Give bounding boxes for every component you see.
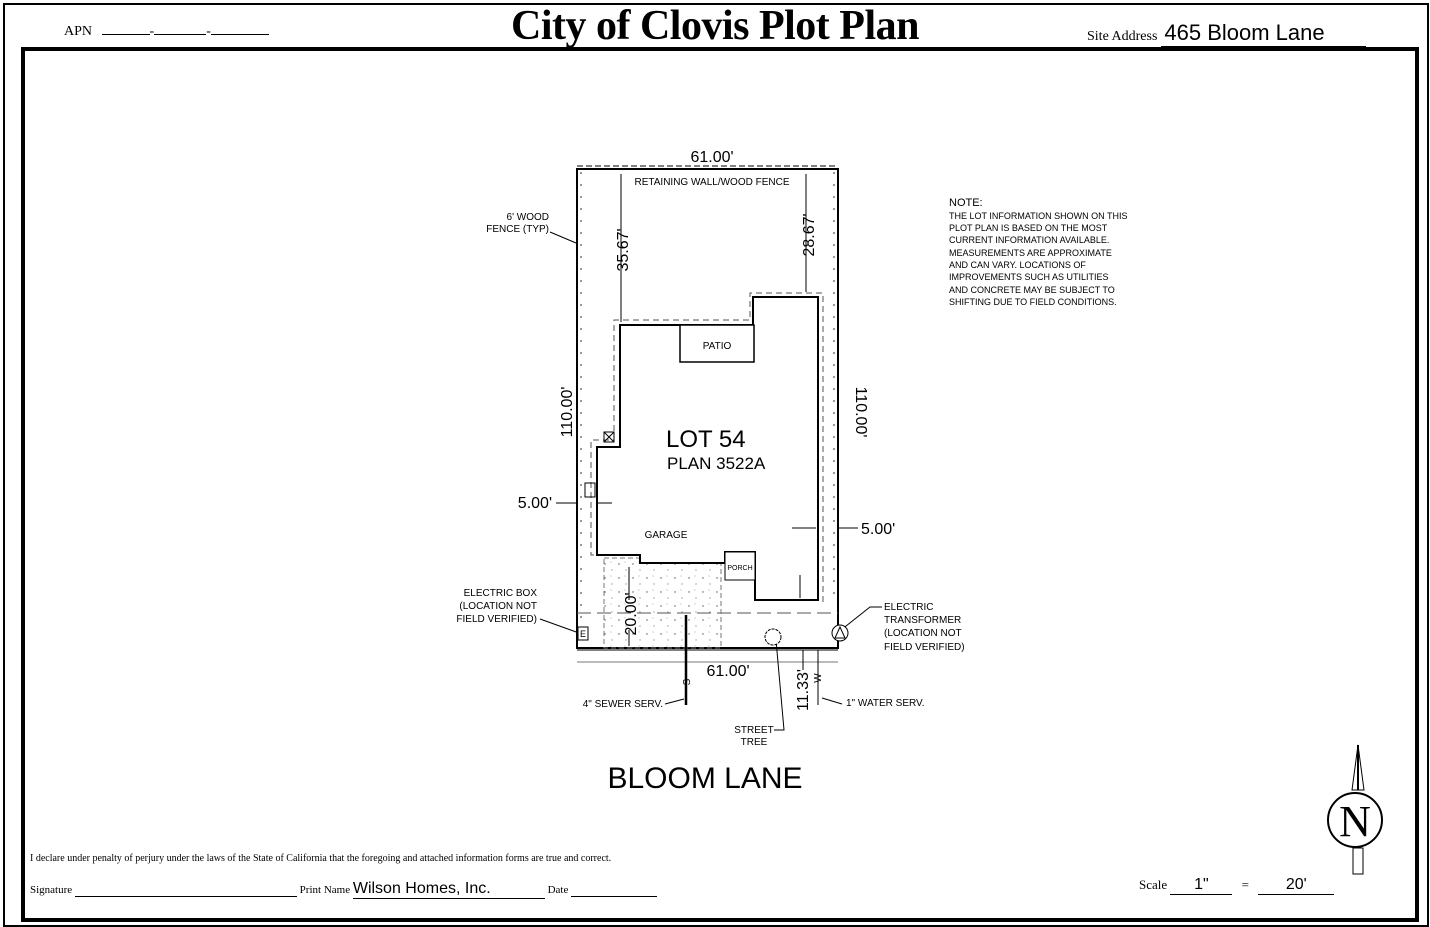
note-line: SHIFTING DUE TO FIELD CONDITIONS.: [949, 297, 1117, 307]
tree-label-2: TREE: [741, 737, 768, 748]
transformer-label-1: ELECTRIC: [884, 602, 933, 613]
signature-field[interactable]: [74, 884, 297, 897]
north-letter: N: [1339, 797, 1371, 846]
date-field[interactable]: [571, 884, 658, 897]
north-arrow-icon: N: [1327, 744, 1383, 875]
note-line: IMPROVEMENTS SUCH AS UTILITIES: [949, 272, 1109, 282]
dim-rear-left: 35.67': [615, 228, 632, 271]
fence-posts: [580, 172, 835, 620]
site-address-field[interactable]: Site Address 465 Bloom Lane: [1087, 20, 1367, 47]
sewer-symbol: S: [682, 678, 693, 685]
electric-transformer-icon: [831, 624, 849, 642]
garage-label: GARAGE: [645, 530, 688, 541]
apn-field[interactable]: APN --: [64, 24, 269, 40]
signature-row: Signature Print Name Wilson Homes, Inc. …: [30, 880, 658, 899]
page-title: City of Clovis Plot Plan: [511, 3, 919, 49]
scale-equals: =: [1241, 877, 1249, 892]
patio: [679, 324, 755, 363]
dim-right-depth: 110.00': [852, 387, 869, 438]
street-name: BLOOM LANE: [607, 762, 802, 795]
outer-frame: [3, 3, 1429, 927]
scale-right-field[interactable]: 20': [1258, 876, 1335, 895]
site-address-label: Site Address: [1087, 29, 1158, 44]
declaration: I declare under penalty of perjury under…: [30, 853, 612, 864]
dim-side-right: 5.00': [861, 521, 895, 538]
note-heading: NOTE:: [949, 197, 983, 209]
fence-label-2: FENCE (TYP): [486, 224, 549, 235]
sewer-label: 4" SEWER SERV.: [583, 699, 663, 710]
porch-label: PORCH: [727, 565, 752, 572]
water-label: 1" WATER SERV.: [846, 698, 925, 709]
scale-label: Scale: [1139, 877, 1168, 892]
dim-driveway: 20.00': [623, 592, 640, 635]
retaining-wall-label: RETAINING WALL/WOOD FENCE: [634, 177, 789, 188]
electric-box-symbol: E: [580, 629, 586, 639]
lot-label: LOT 54: [666, 426, 746, 453]
note-line: CURRENT INFORMATION AVAILABLE.: [949, 235, 1109, 245]
fence-label-1: 6' WOOD: [507, 212, 549, 223]
porch: [724, 551, 756, 581]
print-name-label: Print Name: [299, 884, 351, 896]
dim-top-width: 61.00': [690, 149, 733, 166]
dim-water-offset: 11.33': [795, 669, 812, 711]
transformer-label-4: FIELD VERIFIED): [884, 642, 965, 653]
ebox-label-3: FIELD VERIFIED): [456, 614, 537, 625]
site-address-value[interactable]: 465 Bloom Lane: [1161, 20, 1367, 47]
note-line: THE LOT INFORMATION SHOWN ON THIS: [949, 211, 1128, 221]
scale-left-field[interactable]: 1": [1170, 876, 1233, 895]
note-line: AND CAN VARY. LOCATIONS OF: [949, 260, 1086, 270]
street-tree-icon: [764, 628, 782, 646]
tree-label-1: STREET: [734, 725, 773, 736]
transformer-label-2: TRANSFORMER: [884, 615, 961, 626]
ebox-label-2: (LOCATION NOT: [459, 601, 537, 612]
dim-side-left: 5.00': [518, 495, 552, 512]
dim-rear-right: 28.67': [801, 213, 818, 256]
ebox-label-1: ELECTRIC BOX: [464, 588, 538, 599]
date-label: Date: [547, 884, 569, 896]
apn-label: APN: [64, 24, 93, 39]
note-line: MEASUREMENTS ARE APPROXIMATE: [949, 248, 1112, 258]
note-line: AND CONCRETE MAY BE SUBJECT TO: [949, 285, 1115, 295]
driveway: [603, 557, 722, 649]
setback-line: [590, 292, 824, 605]
signature-label: Signature: [30, 884, 73, 896]
dim-bottom-width: 61.00': [706, 663, 749, 680]
note-line: PLOT PLAN IS BASED ON THE MOST: [949, 223, 1108, 233]
water-symbol: W: [813, 673, 824, 683]
transformer-label-3: (LOCATION NOT: [884, 628, 962, 639]
print-name-field[interactable]: Wilson Homes, Inc.: [352, 880, 545, 899]
dim-left-depth: 110.00': [559, 387, 576, 438]
inner-frame: [21, 47, 1419, 922]
plan-label: PLAN 3522A: [667, 454, 766, 473]
scale-row: Scale 1" = 20': [1139, 876, 1335, 895]
electric-box-icon: [577, 626, 589, 641]
patio-label: PATIO: [703, 341, 732, 352]
